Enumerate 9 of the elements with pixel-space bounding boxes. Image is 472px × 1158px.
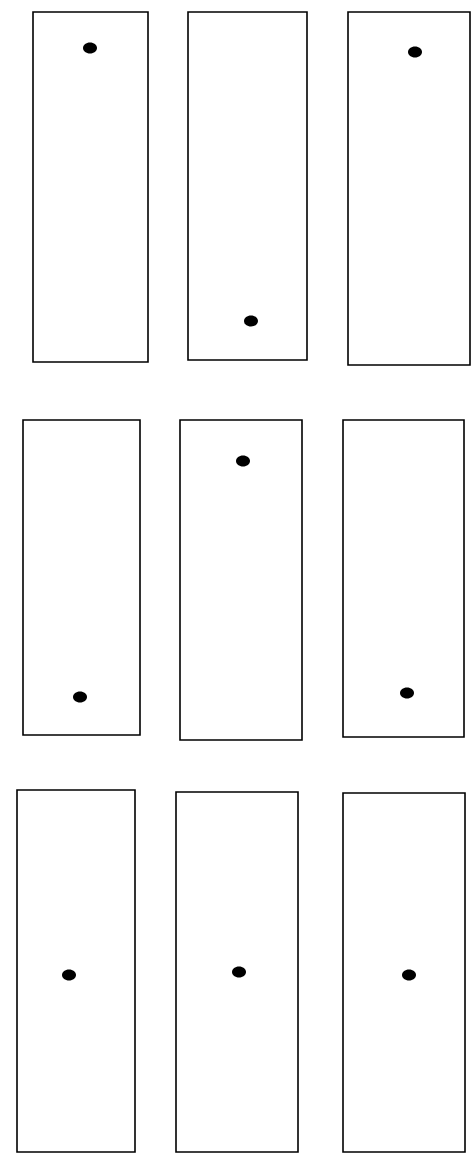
card-box — [22, 419, 141, 736]
card-box — [187, 11, 308, 361]
card-box — [32, 11, 149, 363]
card-box — [342, 419, 465, 738]
card-box — [175, 791, 299, 1153]
card-box — [342, 792, 466, 1153]
card-box — [179, 419, 303, 741]
card-box — [16, 789, 136, 1153]
card-box — [347, 11, 471, 366]
